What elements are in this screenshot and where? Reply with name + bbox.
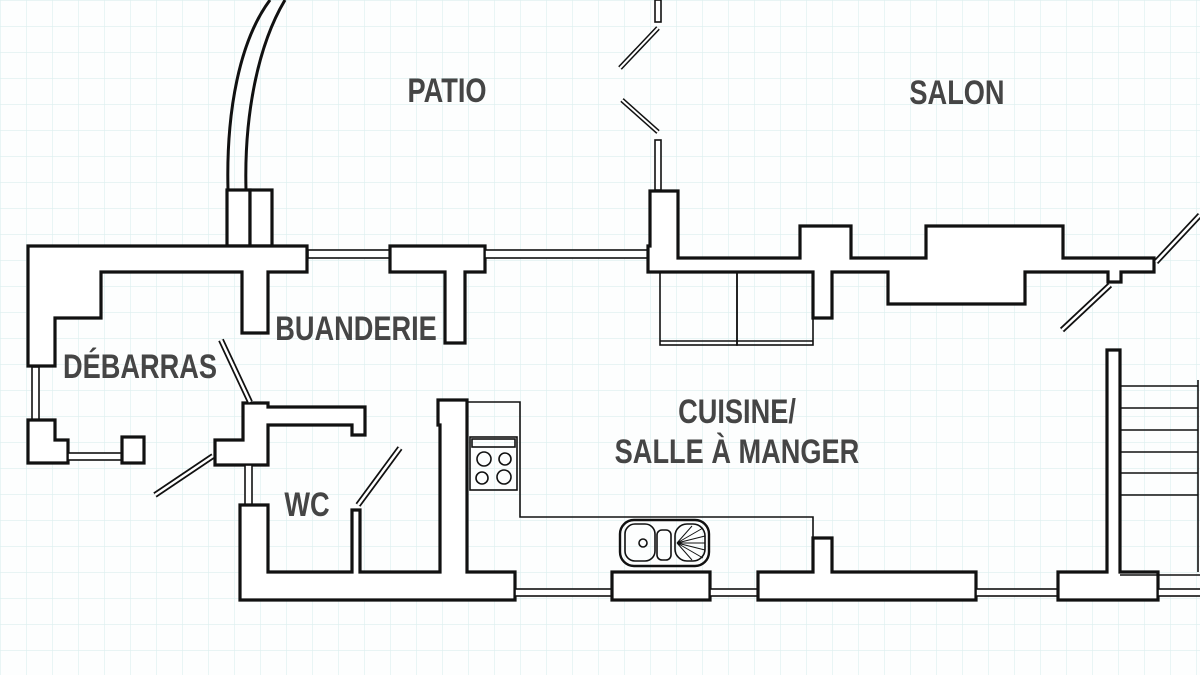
window-right [1157,588,1200,597]
kitchen-counter [467,401,814,538]
room-label-debarras: DÉBARRAS [63,347,217,386]
window-buanderie-left [307,249,391,259]
room-label-buanderie: BUANDERIE [275,309,437,348]
window-debarras-bottom [67,452,123,461]
window-buanderie-right [484,249,649,259]
window-kitchen-2 [709,588,759,597]
chimney-right [248,188,274,248]
curved-wall [226,0,287,191]
wall-bottom-1 [610,570,712,602]
wall-bottom-3 [1056,348,1160,602]
window-kitchen-1 [514,588,613,597]
wall-bottom-2 [756,536,978,602]
sink-icon [618,518,711,568]
room-label-salle-a-manger: SALLE À MANGER [615,432,860,471]
room-label-wc: WC [284,485,329,524]
staircase [1120,380,1200,576]
wall-debarras-stub [120,435,146,465]
salon-door [1059,212,1200,333]
wall-center [213,401,367,467]
debarras-doors [153,338,403,507]
wall-debarras-corner [26,418,70,465]
room-label-patio: PATIO [407,71,486,110]
patio-door [618,0,662,191]
room-label-cuisine: CUISINE/ [678,392,796,431]
room-label-salon: SALON [909,73,1004,112]
cabinet-right [736,271,814,346]
stove-icon [469,436,518,491]
chimney-left [225,188,252,248]
window-wc [244,464,253,506]
wall-debarras-buanderie [26,244,309,368]
window-kitchen-3 [975,588,1059,597]
window-debarras-side [31,366,40,421]
wall-wc-kitchen [238,398,517,602]
